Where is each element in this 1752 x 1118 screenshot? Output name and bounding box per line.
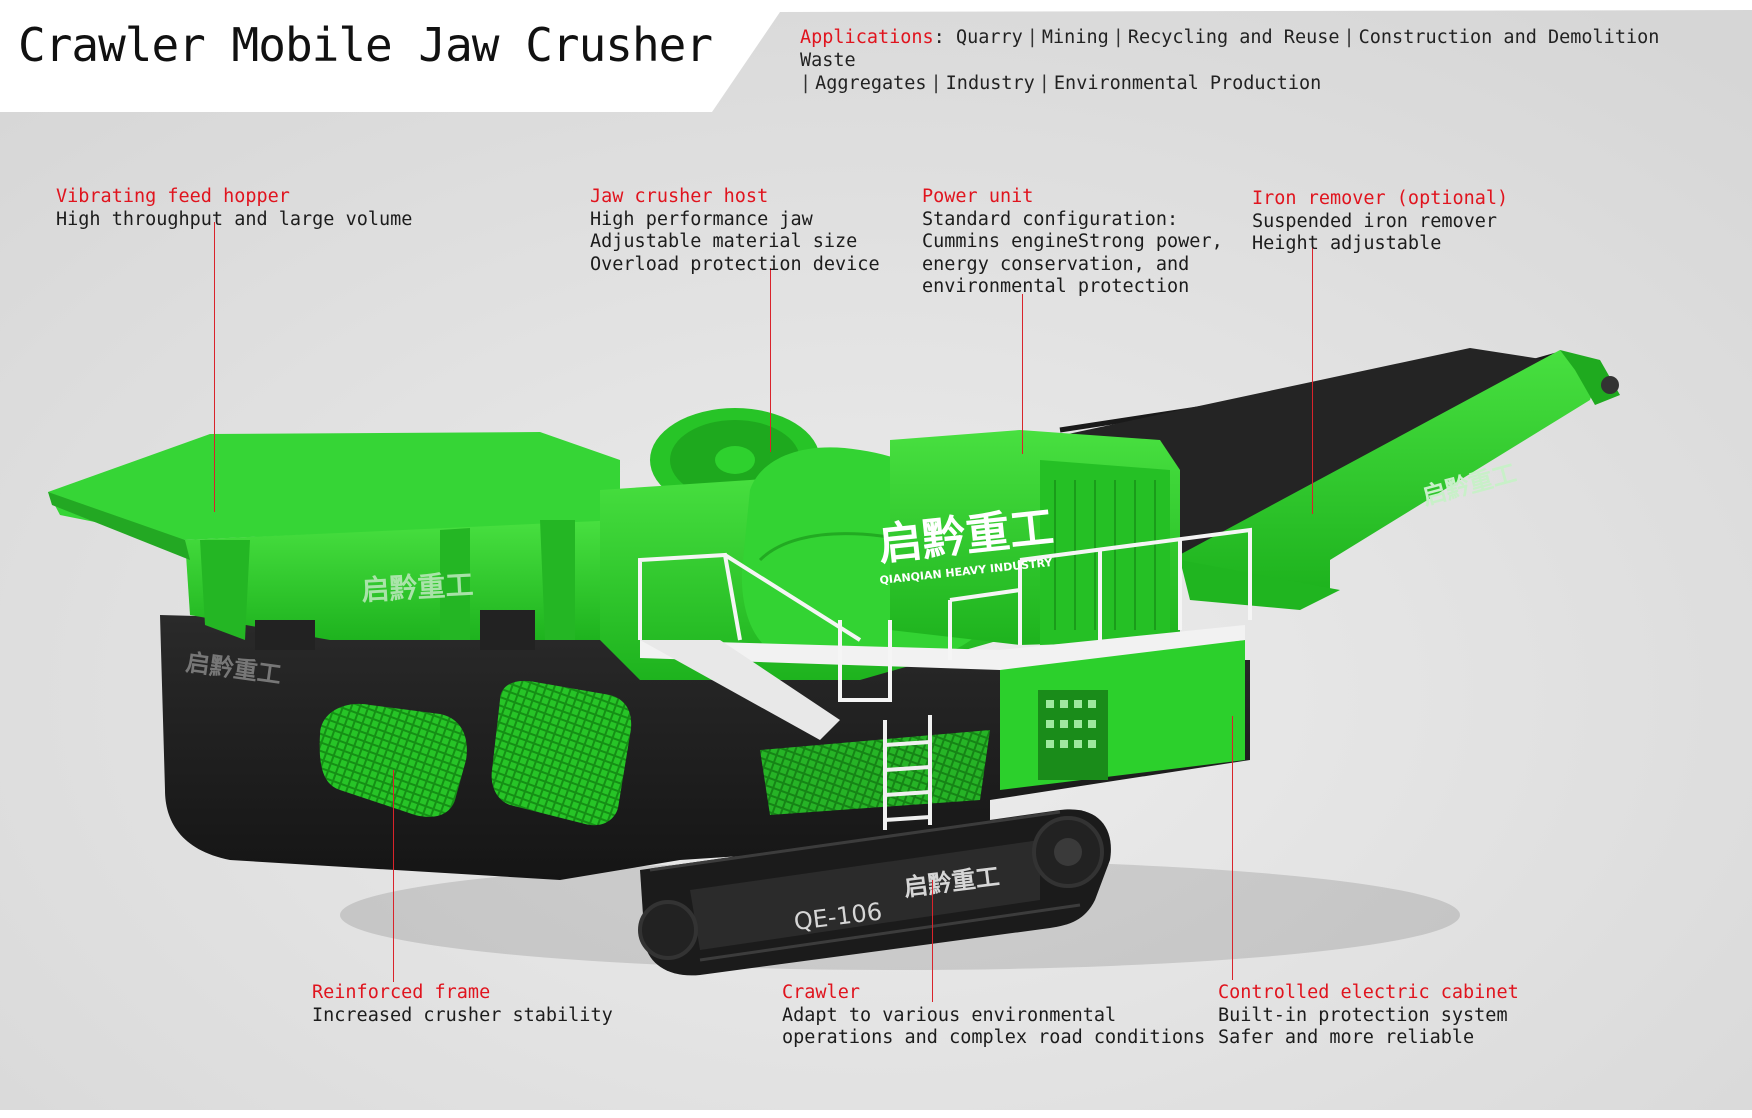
callout-title: Iron remover (optional) <box>1252 188 1509 209</box>
application-item: Environmental Production <box>1053 73 1322 94</box>
callout-line: Height adjustable <box>1252 233 1442 254</box>
callout-title: Reinforced frame <box>312 982 491 1003</box>
callout-title: Crawler <box>782 982 860 1003</box>
applications-label: Applications <box>800 27 934 48</box>
application-item: Aggregates <box>815 73 927 94</box>
leader-line-jaw <box>770 268 772 452</box>
callout-line: Safer and more reliable <box>1218 1027 1475 1048</box>
application-item: Construction and Demolition Waste <box>800 27 1660 71</box>
callout-line: Cummins engineStrong power, <box>922 231 1223 252</box>
callout-iron-remover: Iron remover (optional) Suspended iron r… <box>1252 188 1508 256</box>
callout-vibrating-feed-hopper: Vibrating feed hopper High throughput an… <box>56 186 412 231</box>
callout-title: Jaw crusher host <box>590 186 769 207</box>
callout-reinforced-frame: Reinforced frame Increased crusher stabi… <box>312 982 613 1027</box>
applications-list: Applications: Quarry|Mining|Recycling an… <box>800 27 1660 94</box>
callout-line: Adapt to various environmental <box>782 1004 1117 1026</box>
leader-line-iron <box>1312 246 1314 514</box>
callout-electric-cabinet: Controlled electric cabinet Built-in pro… <box>1218 982 1519 1050</box>
leader-line-power <box>1022 294 1024 454</box>
leader-line-hopper <box>214 222 216 512</box>
callout-jaw-crusher-host: Jaw crusher host High performance jaw Ad… <box>590 186 880 276</box>
callout-title: Power unit <box>922 186 1034 207</box>
leader-line-crawler <box>932 880 934 1002</box>
callout-line: Overload protection device <box>590 253 880 275</box>
callout-line: High throughput and large volume <box>56 208 413 230</box>
brand-logo-hopper: 启黔重工 <box>361 568 475 607</box>
callout-line: Suspended iron remover <box>1252 210 1498 232</box>
leader-line-cabinet <box>1232 716 1234 980</box>
callout-title: Vibrating feed hopper <box>56 186 290 207</box>
callout-line: energy conservation, and <box>922 253 1190 275</box>
callout-line: environmental protection <box>922 276 1190 297</box>
application-item: Quarry <box>955 27 1023 48</box>
callout-line: Built-in protection system <box>1218 1004 1508 1026</box>
application-item: Industry <box>945 73 1035 94</box>
callout-line: High performance jaw <box>590 208 813 230</box>
callout-line: Adjustable material size <box>590 231 858 252</box>
callout-title: Controlled electric cabinet <box>1218 982 1519 1003</box>
callout-power-unit: Power unit Standard configuration: Cummi… <box>922 186 1223 299</box>
leader-line-frame <box>393 770 395 982</box>
callout-line: Standard configuration: <box>922 208 1179 230</box>
callout-line: Increased crusher stability <box>312 1004 613 1026</box>
application-item: Recycling and Reuse <box>1127 27 1340 48</box>
callout-line: operations and complex road conditions <box>782 1027 1206 1048</box>
page-title: Crawler Mobile Jaw Crusher <box>18 18 713 72</box>
callout-crawler: Crawler Adapt to various environmental o… <box>782 982 1205 1050</box>
application-item: Mining <box>1041 27 1109 48</box>
